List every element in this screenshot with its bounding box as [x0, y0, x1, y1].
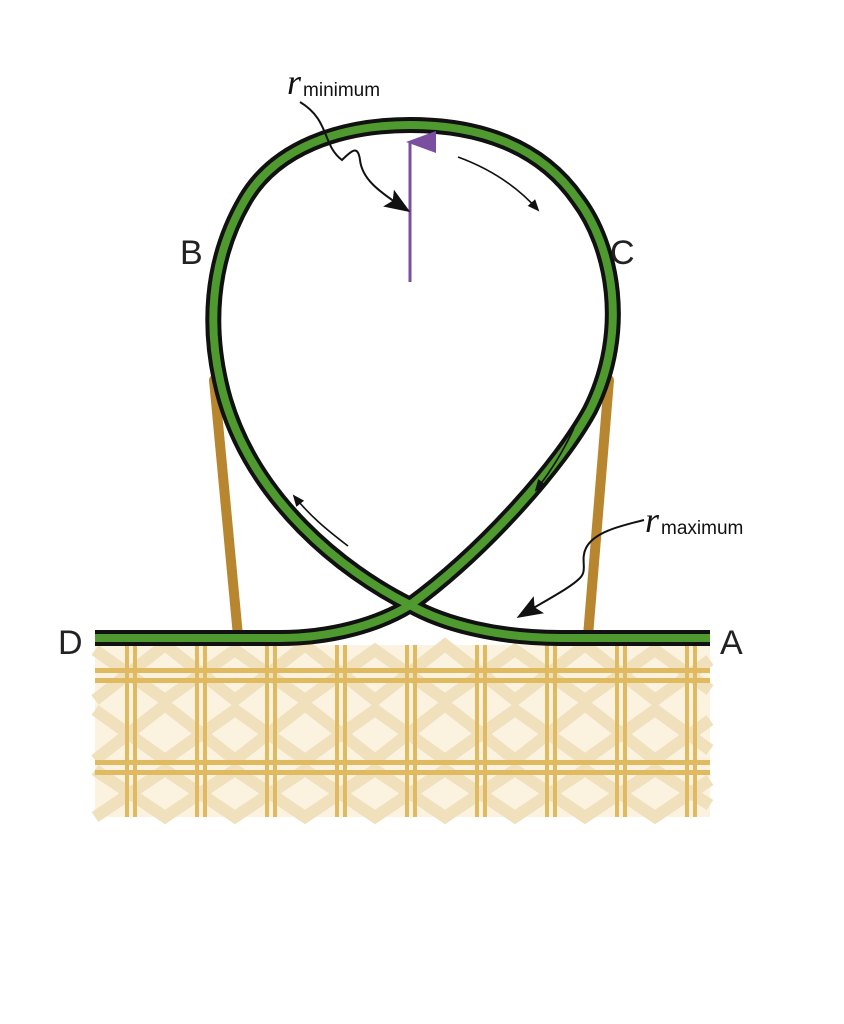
motion-direction-arrows	[292, 156, 575, 547]
track-inner	[95, 121, 710, 642]
right-support-post	[583, 375, 614, 641]
left-support-post	[209, 375, 243, 641]
track-outline	[95, 117, 710, 646]
support-lattice	[91, 637, 714, 825]
point-a-label: A	[720, 624, 743, 662]
point-b-label: B	[180, 234, 203, 272]
direction-arrow-right-lower	[534, 427, 575, 492]
coaster-track	[95, 117, 710, 646]
r-minimum-pointer	[299, 101, 411, 213]
lattice-horizontal-bars	[95, 668, 710, 775]
direction-arrow-top-right	[457, 156, 540, 212]
lattice-vertical-bars	[125, 645, 697, 817]
direction-arrow-left-lower	[292, 494, 349, 547]
point-d-label: D	[58, 624, 83, 662]
point-c-label: C	[610, 234, 635, 272]
r-maximum-pointer	[516, 519, 645, 619]
